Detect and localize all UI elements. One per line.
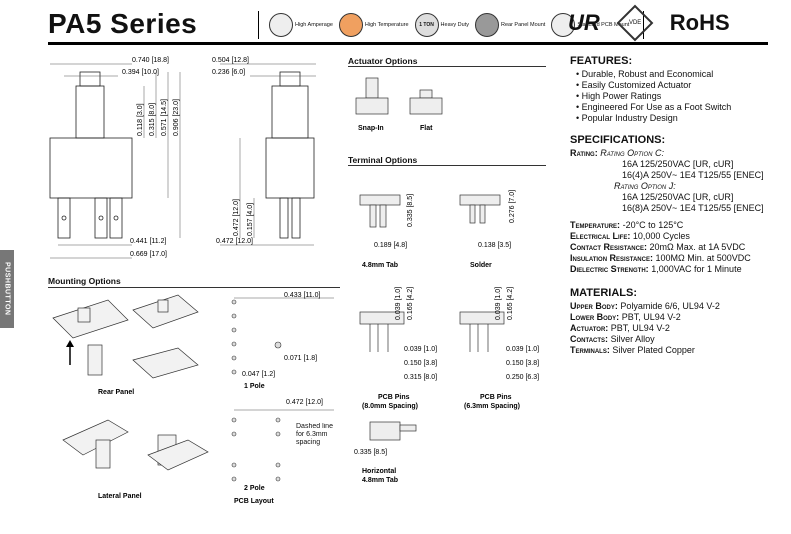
pcb63-sub-label: (6.3mm Spacing)	[464, 403, 520, 410]
rating-c1: 16A 125/250VAC [UR, cUR]	[622, 159, 734, 169]
horizontal-label: Horizontal	[362, 468, 396, 475]
actuator-drawings: Snap-In Flat	[355, 77, 443, 132]
pcb8-sub-label: (8.0mm Spacing)	[362, 403, 418, 410]
pcb63-dim-4: 0.150 [3.8]	[506, 360, 539, 367]
material-row: Contacts: Silver Alloy	[570, 334, 655, 344]
feature-item: Durable, Robust and Economical	[576, 69, 785, 80]
tab48-label: 4.8mm Tab	[362, 262, 398, 269]
material-row: Lower Body: PBT, UL94 V-2	[570, 312, 681, 322]
dim-w1: 0.740 [18.8]	[132, 57, 169, 64]
dim-v6: 0.157 [4.0]	[247, 203, 254, 236]
rear-panel-label: Rear Panel	[98, 389, 134, 396]
dim-v3: 0.571 [14.5]	[161, 99, 168, 136]
side-tab: PUSHBUTTON	[0, 250, 14, 328]
dim-w4: 0.236 [6.0]	[212, 69, 245, 76]
pcb63-dim-3: 0.039 [1.0]	[506, 346, 539, 353]
pcb8-dim-3: 0.039 [1.0]	[404, 346, 437, 353]
rating-block: Rating: Rating Option C: 16A 125/250VAC …	[570, 148, 785, 275]
rating-label: Rating:	[570, 148, 598, 158]
pcb8-dim-4: 0.150 [3.8]	[404, 360, 437, 367]
rear-panel-mount-icon: Rear Panel Mount	[474, 13, 545, 37]
mounting-drawings: Rear Panel Lateral Panel 0.433 [11.0] 0.…	[52, 292, 334, 505]
pcb-dim-3: 0.047 [1.2]	[242, 371, 275, 378]
solder-label: Solder	[470, 262, 492, 269]
feature-item: High Power Ratings	[576, 91, 785, 102]
dim-v4: 0.906 [23.0]	[173, 99, 180, 136]
rating-c2: 16(4)A 250V~ 1E4 T125/55 [ENEC]	[622, 170, 764, 180]
pcb-dim-1: 0.433 [11.0]	[284, 292, 321, 299]
vde-logo: VDE	[616, 4, 654, 42]
horizontal-dim: 0.335 [8.5]	[354, 449, 387, 456]
feature-item: Easily Customized Actuator	[576, 80, 785, 91]
rating-option-j: Rating Option J:	[614, 181, 676, 191]
materials-heading: MATERIALS:	[570, 287, 638, 299]
dim-v5: 0.472 [12.0]	[233, 199, 240, 236]
spec-panel: FEATURES: Durable, Robust and Economical…	[570, 55, 785, 356]
spec-row: Contact Resistance: 20mΩ Max. at 1A 5VDC	[570, 242, 746, 252]
dim-w3: 0.504 [12.8]	[212, 57, 249, 64]
pcb63-dim-5: 0.250 [6.3]	[506, 374, 539, 381]
snap-in-label: Snap-In	[358, 125, 384, 132]
pcb8-dim-5: 0.315 [8.0]	[404, 374, 437, 381]
page-title: PA5 Series	[48, 8, 198, 39]
pcb8-label: PCB Pins	[378, 394, 410, 401]
high-temperature-icon: High Temperature	[338, 13, 409, 37]
pcb-dim-2: 0.071 [1.8]	[284, 355, 317, 362]
standard-pcb-mount-icon: Standard PCB Mount	[551, 13, 629, 37]
pcb8-dim-1: 0.039 [1.0]	[395, 287, 402, 320]
tab-dim-1: 0.335 [8.5]	[407, 194, 414, 227]
two-pole-label: 2 Pole	[244, 485, 265, 492]
features-list: Durable, Robust and Economical Easily Cu…	[576, 69, 785, 124]
actuator-heading: Actuator Options	[348, 56, 418, 66]
solder-dim-1: 0.276 [7.0]	[509, 190, 516, 223]
certifications: UR VDE RoHS	[568, 4, 730, 42]
pcb63-dim-1: 0.039 [1.0]	[495, 287, 502, 320]
rating-j2: 16(8)A 250V~ 1E4 T125/55 [ENEC]	[622, 203, 764, 213]
materials-block: Upper Body: Polyamide 6/6, UL94 V-2 Lowe…	[570, 301, 785, 356]
dimension-drawing: 0.740 [18.8] 0.394 [10.0] 0.504 [12.8] 0…	[49, 57, 316, 259]
material-row: Terminals: Silver Plated Copper	[570, 345, 695, 355]
dim-w2: 0.394 [10.0]	[122, 69, 159, 76]
pcb-layout-label: PCB Layout	[234, 498, 274, 505]
pcb63-dim-2: 0.165 [4.2]	[507, 287, 514, 320]
lateral-panel-label: Lateral Panel	[98, 493, 142, 500]
features-heading: FEATURES:	[570, 55, 633, 67]
pcb-dim-4: 0.472 [12.0]	[286, 399, 323, 406]
pcb63-label: PCB Pins	[480, 394, 512, 401]
rating-option-c: Rating Option C:	[600, 148, 664, 158]
ul-logo: UR	[568, 10, 600, 35]
material-row: Upper Body: Polyamide 6/6, UL94 V-2	[570, 301, 720, 311]
feature-item: Popular Industry Design	[576, 113, 785, 124]
spec-row: Insulation Resistance: 100MΩ Min. at 500…	[570, 253, 751, 263]
solder-dim-2: 0.138 [3.5]	[478, 242, 511, 249]
mounting-heading: Mounting Options	[48, 276, 121, 286]
dashed-line-note: Dashed line for 6.3mm spacing	[296, 423, 333, 446]
high-amperage-icon: High Amperage	[269, 13, 333, 37]
horizontal-sub-label: 4.8mm Tab	[362, 477, 398, 484]
rohs-logo: RoHS	[669, 10, 730, 35]
spec-row: Dielectric Strength: 1,000VAC for 1 Minu…	[570, 264, 742, 274]
feature-item: Engineered For Use as a Foot Switch	[576, 102, 785, 113]
material-row: Actuator: PBT, UL94 V-2	[570, 323, 670, 333]
specifications-heading: SPECIFICATIONS:	[570, 134, 666, 146]
header-divider	[48, 42, 768, 45]
spec-row: Temperature: -20°C to 125°C	[570, 220, 684, 230]
dim-b1: 0.441 [11.2]	[130, 238, 167, 245]
dim-v1: 0.118 [3.0]	[137, 103, 144, 136]
flat-label: Flat	[420, 125, 433, 132]
pcb8-dim-2: 0.165 [4.2]	[407, 287, 414, 320]
dim-b3: 0.472 [12.0]	[216, 238, 253, 245]
spec-row: Electrical Life: 10,000 Cycles	[570, 231, 690, 241]
dim-v2: 0.315 [8.0]	[149, 103, 156, 136]
rating-j1: 16A 125/250VAC [UR, cUR]	[622, 192, 734, 202]
terminal-drawings: 0.335 [8.5] 0.189 [4.8] 0.276 [7.0] 0.13…	[354, 190, 539, 484]
tab-dim-2: 0.189 [4.8]	[374, 242, 407, 249]
one-pole-label: 1 Pole	[244, 383, 265, 390]
terminal-heading: Terminal Options	[348, 155, 418, 165]
dim-b2: 0.669 [17.0]	[130, 251, 167, 258]
